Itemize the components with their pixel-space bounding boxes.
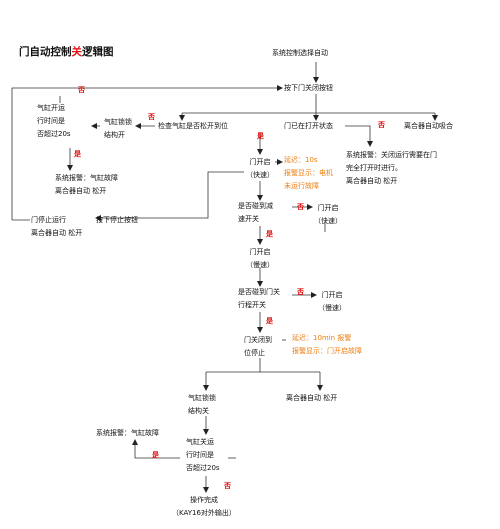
node-cyl-open-time: 气缸开运 行时间是 否超过20s <box>37 104 71 138</box>
node-check-cylinder: 检查气缸是否松开到位 <box>158 122 228 130</box>
node-door-open-state: 门已在打开状态 <box>284 122 333 130</box>
node-door-open-slow: 门开启 （慢速） <box>246 248 274 269</box>
label-yes: 是 <box>266 230 273 238</box>
node-press-stop: 按下停止按钮 <box>96 216 138 224</box>
label-no: 否 <box>78 86 85 94</box>
label-yes: 是 <box>266 317 273 325</box>
node-cyl-close-time: 气缸关运 行时间是 否超过20s <box>186 438 220 472</box>
label-yes: 是 <box>74 150 81 158</box>
node-press-close: 按下门关闭按钮 <box>284 84 333 92</box>
label-no: 否 <box>148 113 155 121</box>
node-reach-limit: 是否碰到门关 行程开关 <box>238 288 280 309</box>
node-cyl-fault-alarm: 系统报警：气缸故障 离合器自动 松开 <box>55 174 118 195</box>
node-op-done: 操作完成 （KAY16对外输出） <box>172 496 236 517</box>
label-no: 否 <box>378 121 385 129</box>
flow-line <box>95 171 244 221</box>
node-door-stop: 门停止运行 离合器自动 松开 <box>31 216 83 237</box>
node-delay-10s: 延迟：10s 报警显示：电机 未运行故障 <box>284 156 333 190</box>
page-title: 门自动控制关逻辑图 <box>19 46 114 58</box>
node-cyl-lock-open: 气缸锁锁 结构开 <box>104 118 132 139</box>
label-no: 否 <box>224 482 231 490</box>
flow-line <box>345 125 373 147</box>
node-cyl-fault-alarm-2: 系统报警：气缸故障 <box>96 429 159 437</box>
node-start: 系统控制选择自动 <box>272 49 328 57</box>
label-no: 否 <box>297 288 304 296</box>
node-clutch-release: 离合器自动 松开 <box>286 394 338 402</box>
node-door-open-fast-2: 门开启 （快速） <box>314 204 342 225</box>
node-close-req-alarm: 系统报警：关闭运行需要在门 完全打开时进行。 离合器自动 松开 <box>346 151 437 185</box>
flow-line <box>11 85 283 220</box>
label-yes: 是 <box>152 451 159 459</box>
node-cyl-lock-lock: 气缸锁锁 结构关 <box>188 394 216 415</box>
label-yes: 是 <box>257 132 264 140</box>
node-clutch-engage: 离合器自动吸合 <box>404 122 453 130</box>
node-delay-10min: 延迟：10min 报警 报警显示：门开启故障 <box>292 334 362 355</box>
label-no: 否 <box>297 203 304 211</box>
flow-line <box>132 439 180 459</box>
node-door-open-slow-2: 门开启 （慢速） <box>318 291 346 312</box>
node-reach-decel: 是否碰到减 速开关 <box>238 202 273 223</box>
node-door-open-fast: 门开启 （快速） <box>246 158 274 179</box>
node-door-closed: 门关闭到 位停止 <box>244 336 272 357</box>
